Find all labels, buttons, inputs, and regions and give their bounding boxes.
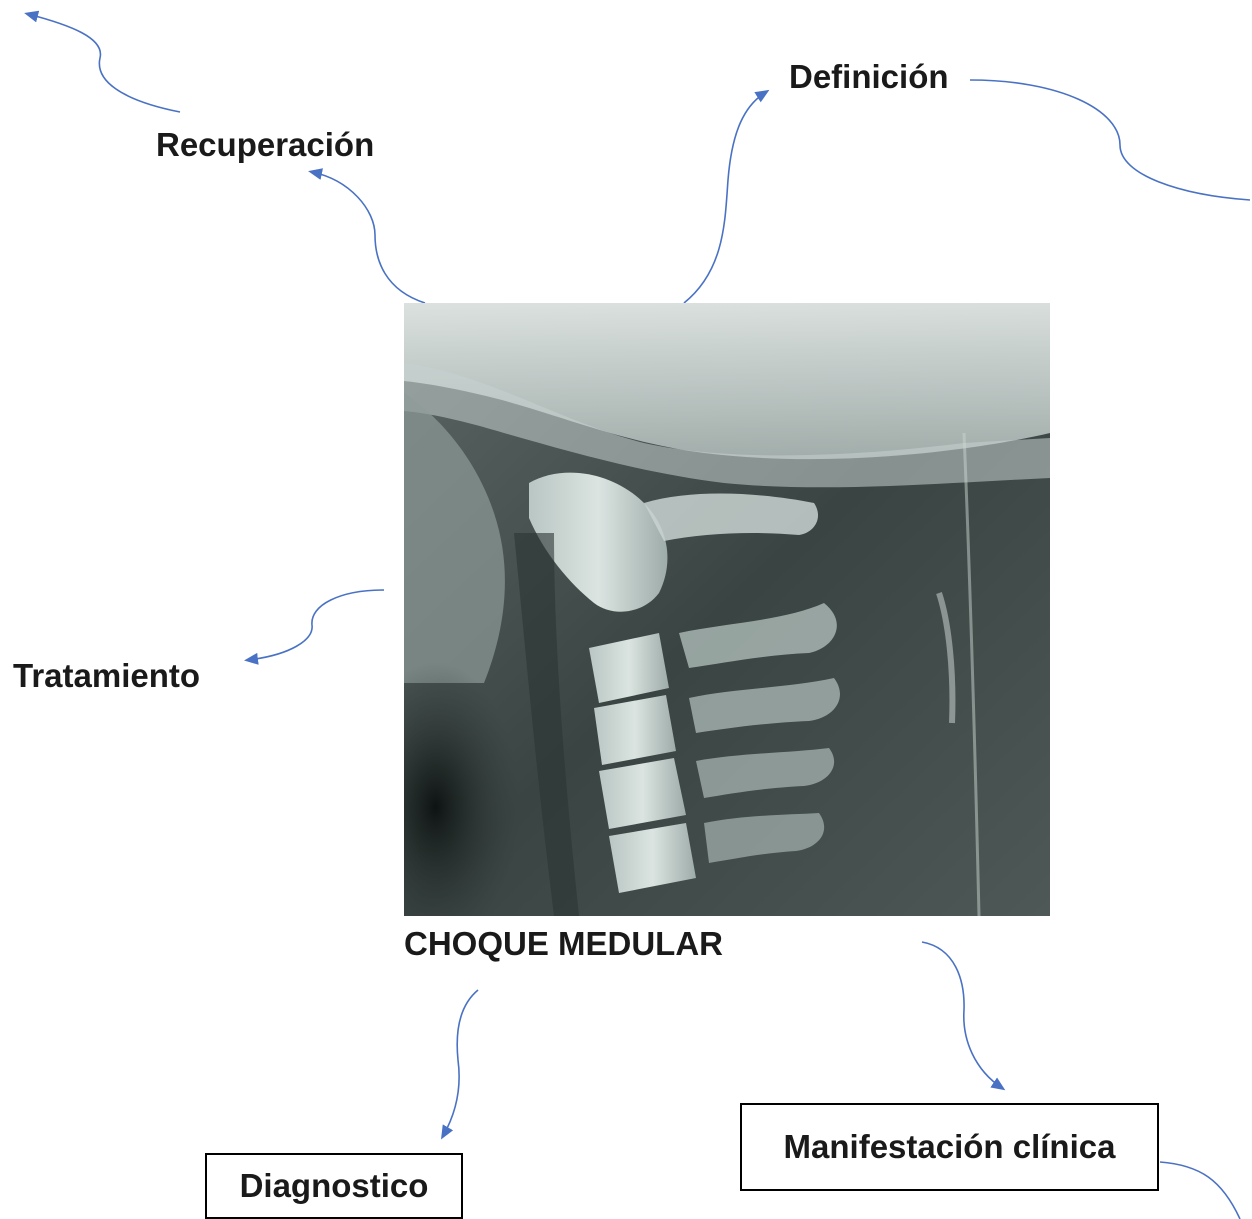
line-from-manifestacion xyxy=(1160,1162,1240,1219)
center-title: CHOQUE MEDULAR xyxy=(404,927,723,960)
xray-image xyxy=(404,303,1050,916)
arrow-to-recuperacion xyxy=(312,172,425,303)
arrow-recuperacion-top xyxy=(28,14,180,112)
node-tratamiento: Tratamiento xyxy=(13,659,200,692)
line-from-definicion xyxy=(970,80,1250,200)
node-manifestacion: Manifestación clínica xyxy=(740,1103,1159,1191)
arrow-to-diagnostico xyxy=(443,990,478,1136)
node-recuperacion: Recuperación xyxy=(156,128,374,161)
node-definicion: Definición xyxy=(789,60,949,93)
arrow-to-tratamiento xyxy=(248,590,384,660)
arrow-to-manifestacion xyxy=(922,942,1002,1088)
node-diagnostico: Diagnostico xyxy=(205,1153,463,1219)
arrow-to-definicion xyxy=(684,92,766,303)
cervical-spine-xray xyxy=(404,303,1050,916)
